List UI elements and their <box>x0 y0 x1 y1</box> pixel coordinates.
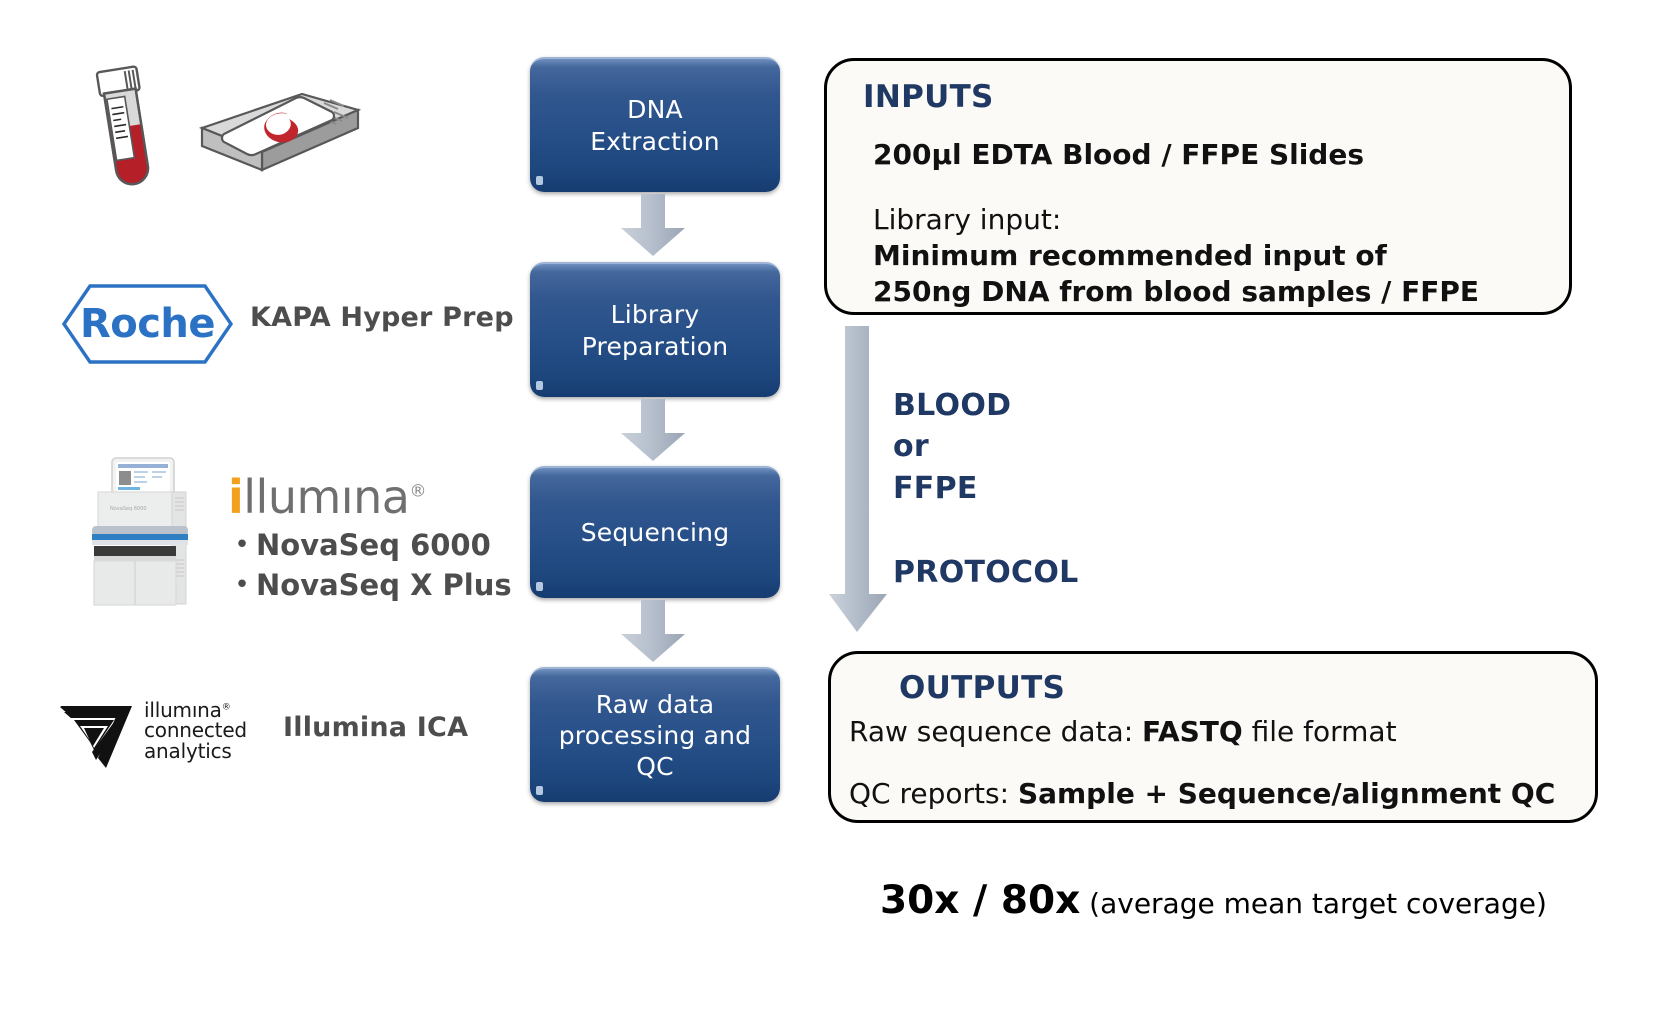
process-box-line1: DNA <box>627 95 683 125</box>
protocol-blood-label: BLOOD <box>893 388 1012 423</box>
illumina-ica-logo: illumına® connected analytics <box>58 694 248 774</box>
ica-logo-line1: illumına® <box>144 698 231 722</box>
list-item: • NovaSeq X Plus <box>228 568 512 602</box>
protocol-flow-arrow <box>825 326 897 636</box>
roche-logo-text: Roche <box>79 301 216 347</box>
ica-fan-icon <box>60 706 132 768</box>
registered-trademark-icon: ® <box>409 481 426 502</box>
roche-logo: Roche <box>60 280 235 368</box>
inputs-line-2: Library input: <box>873 203 1062 236</box>
novaseq-x-plus-label: NovaSeq X Plus <box>256 568 512 602</box>
ica-logo-line3: analytics <box>144 738 232 763</box>
illumina-instrument-list: • NovaSeq 6000 • NovaSeq X Plus <box>228 528 512 602</box>
novaseq-instrument-image: NovaSeq 6000 <box>68 440 218 610</box>
process-box-raw-data-processing[interactable]: Raw data processing and QC <box>530 667 780 802</box>
roche-hexagon-icon <box>61 284 234 364</box>
outputs-row-1: Raw sequence data: FASTQ file format <box>849 715 1397 748</box>
process-box-library-preparation[interactable]: Library Preparation <box>530 262 780 397</box>
process-box-line1: Raw data <box>595 689 715 719</box>
protocol-or-label: or <box>893 429 930 465</box>
coverage-value: 30x / 80x <box>880 878 1081 923</box>
outputs-title: OUTPUTS <box>899 670 1066 706</box>
protocol-labels: BLOOD or FFPE <box>893 385 1011 509</box>
illumina-ica-label: Illumina ICA <box>283 712 469 743</box>
process-box-line1: Library <box>610 300 700 330</box>
process-box-sequencing[interactable]: Sequencing <box>530 466 780 598</box>
list-item: • NovaSeq 6000 <box>228 528 512 562</box>
ica-logo-line2: connected <box>144 718 247 743</box>
protocol-ffpe-label: FFPE <box>893 470 978 506</box>
process-box-line1: Sequencing <box>580 518 730 548</box>
bullet-icon: • <box>234 530 250 560</box>
bullet-icon: • <box>234 570 250 600</box>
sample-types-illustration <box>70 50 370 210</box>
inputs-line-4: 250ng DNA from blood samples / FFPE <box>873 275 1479 308</box>
outputs-row-2: QC reports: Sample + Sequence/alignment … <box>849 777 1556 810</box>
protocol-word-label: PROTOCOL <box>893 555 1079 590</box>
coverage-footer: 30x / 80x (average mean target coverage) <box>880 878 1547 923</box>
inputs-title: INPUTS <box>863 79 994 115</box>
inputs-line-3: Minimum recommended input of <box>873 239 1387 272</box>
flow-arrow-3 <box>617 600 689 664</box>
svg-text:NovaSeq 6000: NovaSeq 6000 <box>110 506 147 512</box>
outputs-callout: OUTPUTS Raw sequence data: FASTQ file fo… <box>828 651 1598 823</box>
sequencer-icon: NovaSeq 6000 <box>92 457 188 606</box>
process-box-line2: Extraction <box>590 126 720 156</box>
inputs-line-1: 200µl EDTA Blood / FFPE Slides <box>873 138 1364 171</box>
roche-kit-label: KAPA Hyper Prep <box>250 302 514 333</box>
inputs-callout: INPUTS 200µl EDTA Blood / FFPE Slides Li… <box>824 58 1572 315</box>
blood-tube-and-ffpe-slide-icon <box>95 65 362 186</box>
novaseq-6000-label: NovaSeq 6000 <box>256 528 491 562</box>
illumina-logo: illumına® <box>228 470 426 524</box>
illumina-logo-i: i <box>228 470 244 524</box>
process-box-dna-extraction[interactable]: DNA Extraction <box>530 57 780 192</box>
process-box-line2: processing and QC <box>558 720 752 782</box>
ica-logo-text: illumına® connected analytics <box>144 700 247 761</box>
illumina-logo-rest: llumına <box>243 470 410 524</box>
coverage-note: (average mean target coverage) <box>1080 887 1547 920</box>
flow-arrow-2 <box>617 399 689 463</box>
flow-arrow-1 <box>617 194 689 258</box>
process-box-line2: Preparation <box>581 331 729 361</box>
